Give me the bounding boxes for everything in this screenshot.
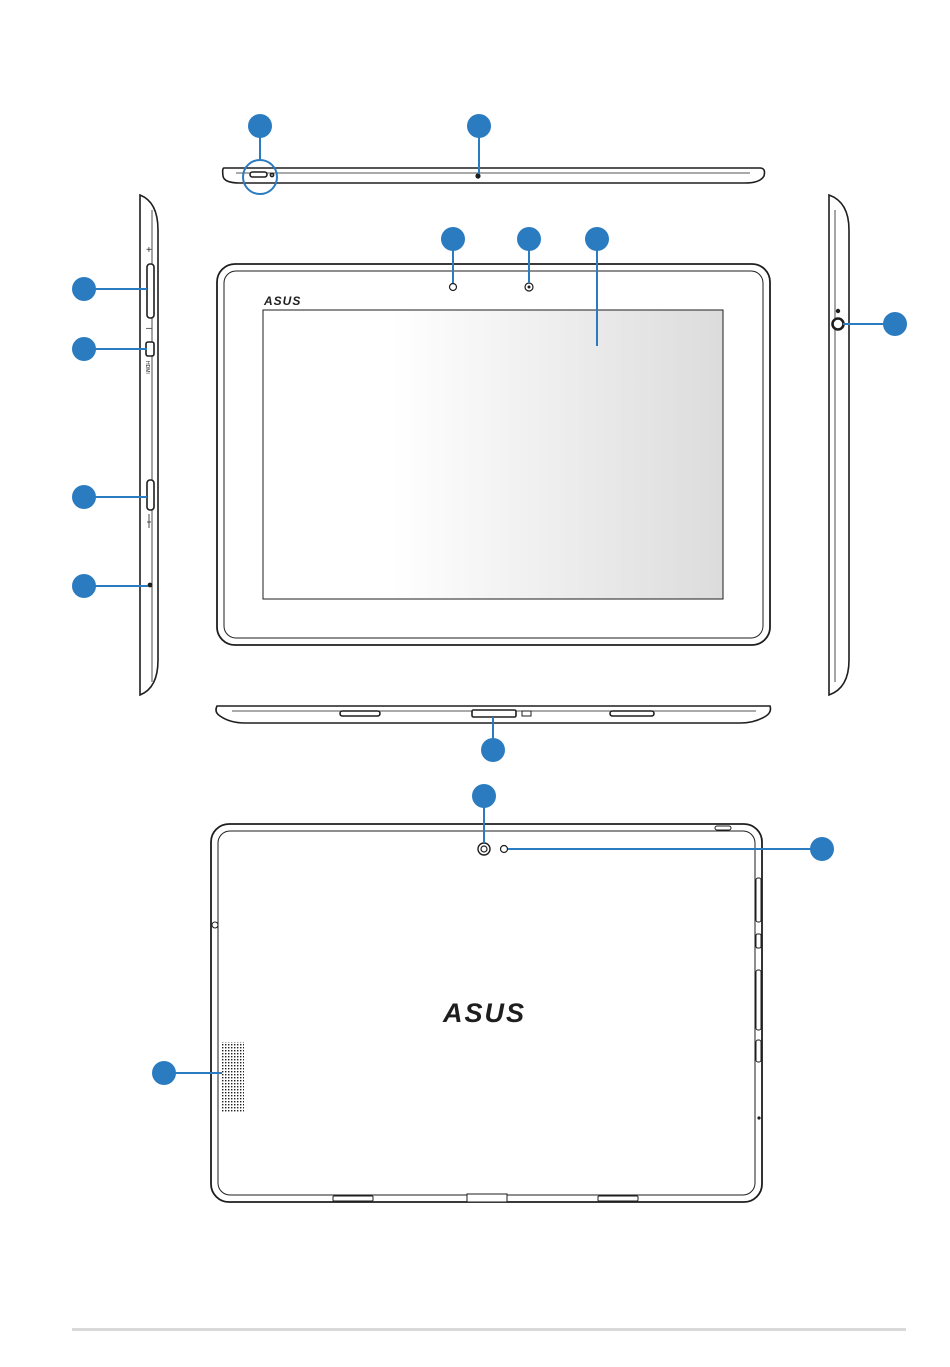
rear-volume-slot xyxy=(756,878,761,922)
micro-hdmi-port-callout xyxy=(72,337,96,361)
rear-sd-slot xyxy=(756,970,761,1030)
rear-power-button xyxy=(715,826,731,830)
speaker-callout xyxy=(152,1061,176,1085)
volume-button-callout xyxy=(72,277,96,301)
touch-screen[interactable] xyxy=(263,310,723,599)
dock-icon xyxy=(522,711,531,716)
ambient-light-sensor xyxy=(450,284,457,291)
rear-mic-hole xyxy=(757,1116,760,1119)
power-button-callout xyxy=(248,114,272,138)
camera-led-flash xyxy=(501,846,508,853)
docking-port-callout xyxy=(481,738,505,762)
footer-rule xyxy=(72,1328,906,1331)
speaker-grille xyxy=(222,1042,244,1112)
front-view: ASUS xyxy=(217,264,770,645)
rear-camera-callout xyxy=(472,784,496,808)
bottom-hinge-slot-left xyxy=(340,711,380,716)
audio-jack xyxy=(833,319,844,330)
microsd-slot-callout xyxy=(72,485,96,509)
top-edge-view xyxy=(223,168,765,183)
volume-minus-glyph: – xyxy=(146,323,152,334)
ambient-light-sensor-callout xyxy=(441,227,465,251)
audio-jack-callout xyxy=(883,312,907,336)
right-side-view xyxy=(829,195,849,695)
microphone-side-callout xyxy=(72,574,96,598)
front-camera-callout xyxy=(517,227,541,251)
rear-hinge-right xyxy=(598,1196,638,1201)
rear-view: ASUS xyxy=(211,824,762,1202)
microphone-top-hole xyxy=(476,174,480,178)
rear-hdmi-slot xyxy=(756,934,761,948)
rear-dock-connector xyxy=(467,1194,507,1202)
power-led-icon xyxy=(270,173,273,176)
microphone-side-hole xyxy=(148,583,151,586)
bottom-hinge-slot-right xyxy=(610,711,654,716)
power-button[interactable] xyxy=(250,172,267,177)
microsd-slot xyxy=(147,480,154,510)
volume-plus-glyph: + xyxy=(146,245,152,256)
rear-left-audio-jack xyxy=(212,922,218,928)
rear-extra-slot xyxy=(756,1040,761,1062)
micro-hdmi-port xyxy=(146,342,154,356)
rear-asus-logo: ASUS xyxy=(442,998,526,1028)
docking-port xyxy=(472,710,516,717)
microphone-top-callout xyxy=(467,114,491,138)
hdmi-label: HDMI xyxy=(144,361,150,374)
headphone-icon xyxy=(836,309,840,313)
camera-led-flash-callout xyxy=(810,837,834,861)
volume-button[interactable] xyxy=(147,264,154,318)
front-asus-logo: ASUS xyxy=(263,294,301,308)
touch-screen-callout xyxy=(585,227,609,251)
left-side-view: + – HDMI xyxy=(140,195,158,695)
rear-hinge-left xyxy=(333,1196,373,1201)
